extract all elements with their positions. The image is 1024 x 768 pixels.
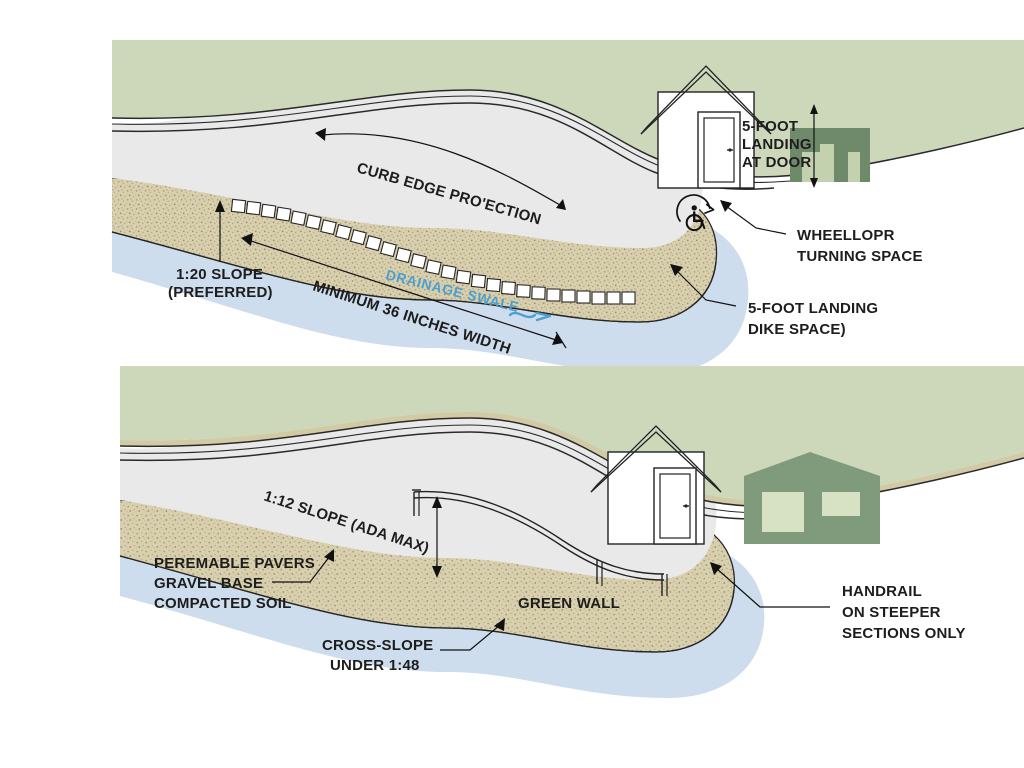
label-slope-top-line1: 1:20 SLOPE: [176, 266, 263, 283]
landing-dimension-arrow: [810, 104, 818, 188]
cross-dimension-arrow: [432, 496, 442, 578]
cross-slope-annotation: CROSS-SLOPE UNDER 1:48: [322, 618, 505, 674]
door-bottom: [653, 467, 697, 545]
label-landing-bike-2: DIKE SPACE): [748, 321, 846, 338]
slope-annotation-top: 1:20 SLOPE (PREFERRED): [168, 200, 273, 301]
top-diagram-group: CURB EDGE PRO'ECTION 1:20 SLOPE (PREFERR…: [111, 40, 1024, 374]
label-handrail-2: ON STEEPER: [842, 604, 941, 621]
label-turning-space-2: TURNING SPACE: [797, 248, 923, 265]
label-materials-2: GRAVEL BASE: [154, 575, 263, 592]
label-landing-door-3: AT DOOR: [742, 154, 811, 171]
bottom-diagram-group: 1:12 SLOPE (ADA MAX) PEREMABLE PAVERS GR…: [119, 366, 1024, 698]
wheelchair-turning-icon: [676, 194, 715, 232]
green-house-bottom: [744, 452, 880, 544]
label-cross-slope-1: CROSS-SLOPE: [322, 637, 433, 654]
curb-line-outer: [111, 89, 1024, 178]
door-top: [697, 111, 741, 189]
materials-annotation: PEREMABLE PAVERS GRAVEL BASE COMPACTED S…: [154, 549, 334, 612]
label-landing-bike-1: 5-FOOT LANDING: [748, 300, 878, 317]
label-handrail-1: HANDRAIL: [842, 583, 922, 600]
gravel-bottom-edge: [111, 231, 717, 323]
paver-course-top: [230, 198, 636, 305]
turning-space-annotation: WHEELLOPR TURNING SPACE: [720, 200, 923, 265]
label-handrail-3: SECTIONS ONLY: [842, 625, 966, 642]
label-green-wall: GREEN WALL: [518, 595, 620, 612]
handrail-icon: [412, 489, 668, 596]
label-materials-3: COMPACTED SOIL: [154, 595, 292, 612]
label-landing-door-2: LANDING: [742, 136, 812, 153]
landing-at-door-annotation: 5-FOOT LANDING AT DOOR: [742, 118, 812, 171]
water-flow-arrow-icon: [508, 311, 552, 322]
label-slope-top-line2: (PREFERRED): [168, 284, 273, 301]
landing-bike-annotation: 5-FOOT LANDING DIKE SPACE): [670, 264, 878, 338]
label-materials-1: PEREMABLE PAVERS: [154, 555, 315, 572]
green-wall-top: [790, 128, 870, 182]
label-landing-door-1: 5-FOOT: [742, 118, 798, 135]
gravel-bottom-edge-bottom: [119, 555, 735, 653]
label-turning-space-1: WHEELLOPR: [797, 227, 895, 244]
curb-line-mid-bottom: [119, 424, 813, 514]
handrail-annotation: HANDRAIL ON STEEPER SECTIONS ONLY: [710, 562, 966, 642]
label-cross-slope-2: UNDER 1:48: [330, 657, 420, 674]
